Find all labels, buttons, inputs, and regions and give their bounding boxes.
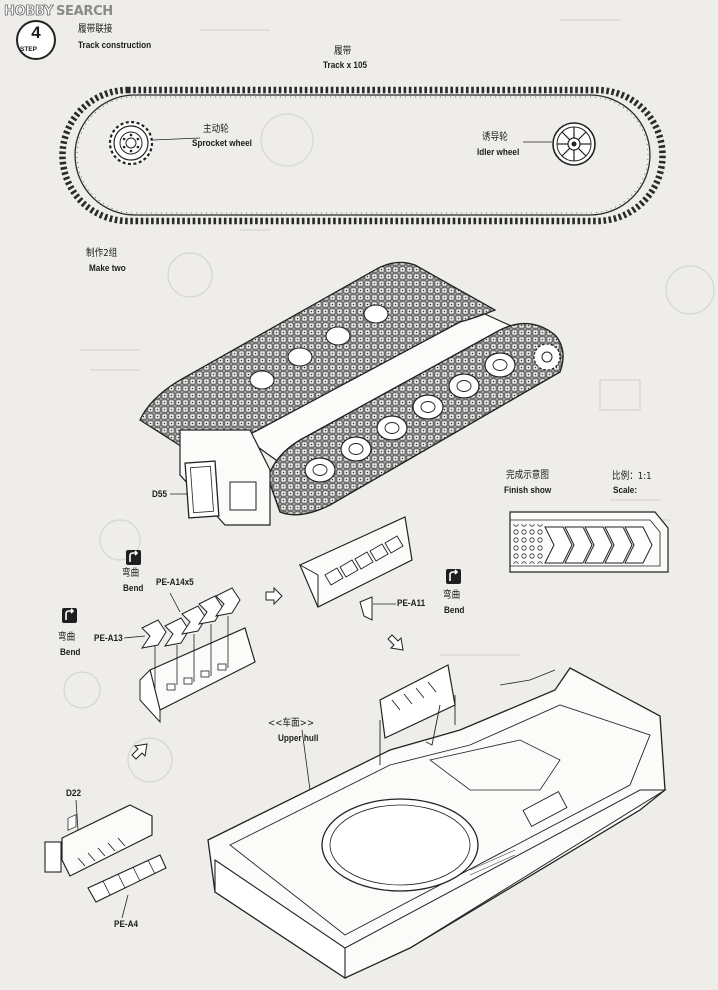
bend-icon (446, 569, 461, 584)
step-word: STEP (20, 46, 37, 53)
pe-a14-assembly (123, 587, 256, 724)
finish-show-cn: 完成示意图 (506, 470, 549, 481)
bend-label-cn-2: 弯曲 (58, 632, 76, 643)
upper-hull-cn: <<车面>> (268, 718, 315, 729)
hobbysearch-watermark: HOBBY SEARCH (4, 2, 114, 20)
make-two-en: Make two (89, 263, 126, 274)
upper-hull (207, 664, 667, 980)
make-two-cn: 制作2组 (86, 248, 118, 259)
pe-mudguard-assembly (298, 516, 413, 621)
watermark-search: SEARCH (55, 3, 113, 19)
bend-icon (62, 608, 77, 623)
part-d55-label: D55 (152, 489, 167, 500)
header-title-en: Track construction (78, 40, 152, 51)
header-title-cn: 履带联接 (78, 24, 113, 35)
sprocket-label-en: Sprocket wheel (192, 138, 252, 149)
part-pe-a13-label: PE-A13 (94, 633, 123, 644)
sprocket-label-cn: 主动轮 (203, 124, 229, 135)
scale-cn: 比例：1:1 (612, 471, 652, 482)
watermark-hobby: HOBBY (4, 3, 54, 19)
idler-wheel-icon (552, 122, 596, 166)
finish-show-panel (509, 511, 669, 573)
bend-label-cn-3: 弯曲 (443, 590, 461, 601)
tank-assembly (139, 261, 564, 526)
step-number: 4 (31, 23, 41, 42)
part-pe-a14-label: PE-A14x5 (156, 577, 194, 588)
part-d22-label: D22 (66, 788, 81, 799)
bend-label-en-3: Bend (444, 605, 465, 616)
part-pe-a11-label: PE-A11 (397, 598, 426, 609)
scale-en: Scale: (613, 485, 638, 496)
bend-label-cn-1: 弯曲 (122, 568, 140, 579)
track-label-en: Track x 105 (323, 60, 368, 71)
step-badge: 4 STEP (16, 20, 56, 60)
idler-label-en: Idler wheel (477, 147, 520, 158)
idler-label-cn: 诱导轮 (482, 132, 508, 143)
track-label-cn: 履带 (334, 46, 352, 57)
sprocket-wheel-icon (108, 120, 154, 166)
bend-icon (126, 550, 141, 565)
assembly-arrows (131, 586, 404, 760)
part-pe-a4-label: PE-A4 (114, 919, 139, 930)
bend-label-en-1: Bend (123, 583, 144, 594)
bend-label-en-2: Bend (60, 647, 81, 658)
upper-hull-en: Upper hull (278, 733, 319, 744)
finish-show-en: Finish show (504, 485, 552, 496)
track-loop (59, 86, 666, 225)
d22-assembly (44, 799, 167, 919)
